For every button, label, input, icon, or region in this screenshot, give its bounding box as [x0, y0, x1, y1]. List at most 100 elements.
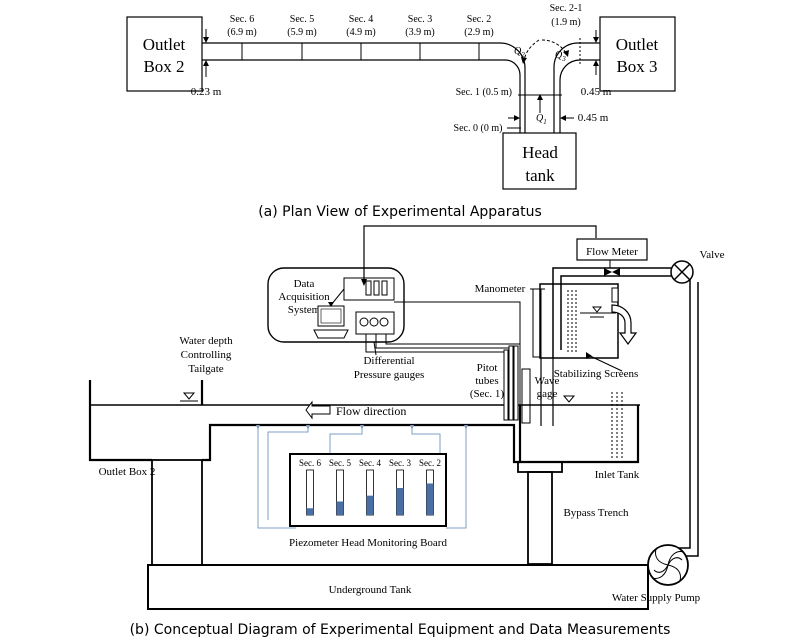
dpg-label-line1: Differential: [363, 355, 414, 367]
pitot-label-line3: (Sec. 1): [470, 388, 505, 400]
stabilizing-screens-inlet: [611, 392, 623, 458]
plan-sec6-dist: (6.9 m): [227, 27, 256, 38]
piezometer-water-column: [396, 488, 404, 515]
pressure-gauge-panel: [355, 311, 395, 335]
manometer-label: Manometer: [475, 283, 526, 295]
pitot-label-line2: tubes: [475, 375, 498, 387]
plan-sec2-dist: (2.9 m): [464, 27, 493, 38]
plan-width-inlet: 0.45 m: [578, 112, 609, 124]
plan-sec2-1-dist: (1.9 m): [551, 17, 580, 28]
plan-channel-upper-wall: [202, 42, 526, 133]
plan-view: Outlet Box 2 Outlet Box 3 Sec. 6 (6.9 m)…: [126, 3, 676, 220]
plan-head-tank-line2: tank: [525, 166, 555, 185]
piezometer-tube-label: Sec. 3: [389, 458, 411, 468]
flow-direction-label: Flow direction: [336, 404, 406, 418]
plan-q3-label: Q3: [555, 50, 566, 63]
outlet-box-2-wall: [88, 380, 152, 462]
inlet-tank-label: Inlet Tank: [595, 469, 640, 481]
elevation-caption: (b) Conceptual Diagram of Experimental E…: [130, 622, 671, 638]
elevation-view: Flow Meter Valve Manometer: [88, 225, 725, 638]
plan-sec4-dist: (4.9 m): [346, 27, 375, 38]
tailgate-label-line3: Tailgate: [188, 363, 223, 375]
plan-outlet-box-2: [126, 16, 203, 92]
plan-sec5-label: Sec. 5: [290, 14, 314, 25]
valve-label: Valve: [699, 249, 724, 261]
overflow-spout: [611, 287, 619, 303]
pitot-tubes: [503, 345, 519, 421]
inlet-tank-wall: [518, 405, 640, 464]
plan-sec6-label: Sec. 6: [230, 14, 254, 25]
plan-sec3-dist: (3.9 m): [405, 27, 434, 38]
supply-pipe-inner: [666, 282, 699, 557]
plan-q2-arrow: [523, 39, 540, 61]
upper-head-tank: [539, 283, 619, 359]
plan-outlet-box-3-line2: Box 3: [616, 57, 657, 76]
upper-water-level-icon: [591, 306, 603, 313]
plan-right-branch-lower: [559, 59, 600, 133]
pipe-to-tank-1: [552, 267, 672, 358]
plan-right-branch-upper: [553, 42, 600, 133]
bypass-trench-label: Bypass Trench: [563, 507, 629, 519]
pressure-gauge-icons: [359, 317, 389, 327]
piezometer-water-column: [336, 501, 344, 515]
wave-gage: [521, 368, 531, 424]
outlet-water-level-icon: [182, 392, 196, 400]
stabilizing-screens-label: Stabilizing Screens: [554, 368, 639, 380]
plan-caption: (a) Plan View of Experimental Apparatus: [258, 204, 542, 220]
plan-sec4-label: Sec. 4: [349, 14, 373, 25]
stabilizing-screens-upper: [567, 290, 577, 354]
das-label-line1: Data: [294, 278, 315, 290]
plan-q2-label: Q2: [514, 46, 525, 59]
piezometer-board-label: Piezometer Head Monitoring Board: [289, 537, 447, 549]
plan-width-left: 0.23 m: [191, 86, 222, 98]
computer-icon: [313, 305, 349, 339]
plan-q3-arrow: [541, 39, 567, 54]
pump-label: Water Supply Pump: [612, 592, 701, 604]
piezometer-tube-label: Sec. 2: [419, 458, 441, 468]
plan-width-right: 0.45 m: [581, 86, 612, 98]
pipe-to-tank-2: [560, 275, 672, 350]
tailgate-label-line2: Controlling: [181, 349, 232, 361]
plan-sec0-label: Sec. 0 (0 m): [454, 123, 503, 134]
pitot-label-line1: Pitot: [477, 362, 498, 374]
flowmeter-signal-line: [363, 225, 597, 284]
bypass-cap: [517, 461, 563, 473]
wave-gage-label-line2: gage: [537, 388, 558, 400]
flow-meter-box: [576, 238, 648, 261]
bypass-trench-column: [527, 471, 553, 565]
plan-sec2-label: Sec. 2: [467, 14, 491, 25]
flow-direction-arrow-icon: [305, 400, 331, 420]
plan-outlet-box-2-line1: Outlet: [143, 35, 186, 54]
overflow-arrow-icon: [611, 304, 638, 346]
das-label-line2: Acquisition: [278, 291, 330, 303]
plan-outlet-box-2-line2: Box 2: [143, 57, 184, 76]
supply-pipe-outer: [666, 276, 691, 549]
das-enclosure: [267, 267, 405, 343]
plan-sec5-dist: (5.9 m): [287, 27, 316, 38]
wave-gage-label-line1: Wave: [535, 375, 560, 387]
das-label-line3: System: [288, 304, 321, 316]
plan-head-tank: [502, 132, 577, 190]
piezometer-tube-label: Sec. 6: [299, 458, 321, 468]
flow-meter-valve-icon: [604, 268, 612, 276]
outlet-box-2-label: Outlet Box 2: [99, 466, 156, 478]
dpg-label-line2: Pressure gauges: [354, 369, 425, 381]
piezometer-water-column: [306, 508, 314, 515]
underground-tank: [147, 564, 649, 610]
underground-tank-label: Underground Tank: [329, 584, 412, 596]
plan-sec2-1-label: Sec. 2-1: [550, 3, 583, 14]
piezometer-water-column: [366, 495, 374, 515]
pump-icon: [647, 544, 689, 586]
tailgate-label-line1: Water depth: [179, 335, 233, 347]
piezometer-water-column: [426, 483, 434, 515]
plan-q1-label: Q1: [536, 113, 547, 126]
plan-channel-lower-wall: [202, 59, 521, 133]
flow-meter-label: Flow Meter: [586, 246, 638, 258]
plan-head-tank-line1: Head: [522, 143, 558, 162]
plan-sec1-label: Sec. 1 (0.5 m): [456, 87, 512, 98]
plan-outlet-box-3: [599, 16, 676, 92]
piezometer-tube-label: Sec. 4: [359, 458, 381, 468]
outlet-support-column: [151, 459, 203, 566]
